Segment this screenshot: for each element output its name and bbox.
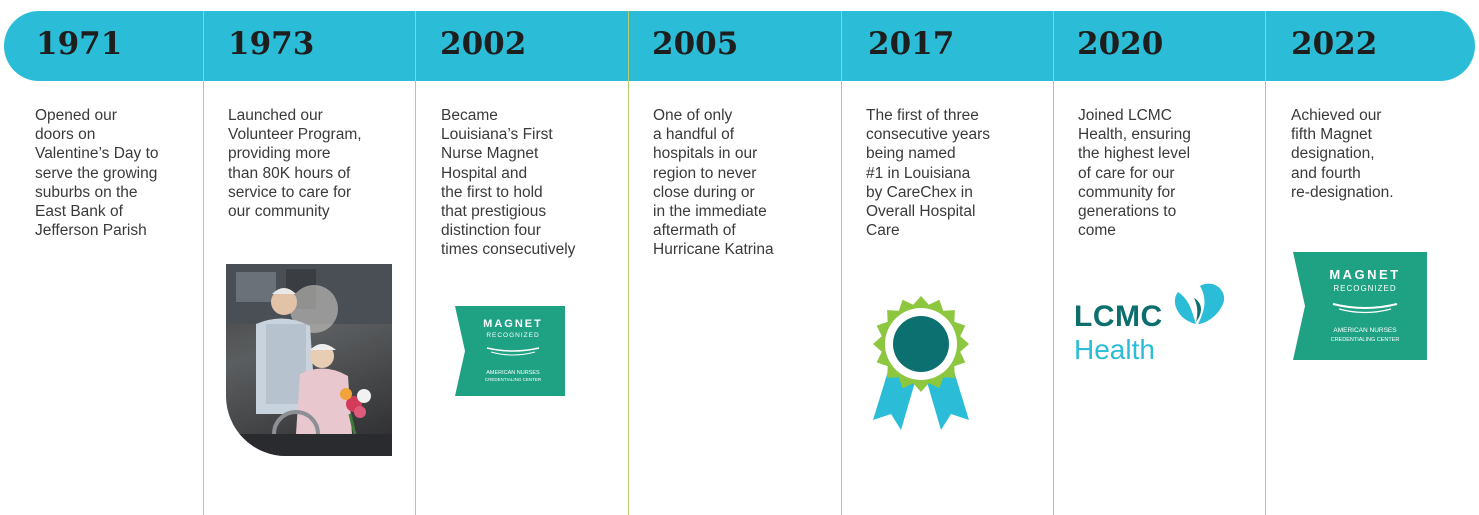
magnet-recognized-badge: MAGNET RECOGNIZED AMERICAN NURSES CREDEN… xyxy=(455,306,565,400)
lcmc-logo-text: LCMC xyxy=(1074,300,1163,333)
health-logo-text: Health xyxy=(1074,334,1155,365)
magnet-org-line1: AMERICAN NURSES xyxy=(1333,327,1397,334)
description-1973: Launched our Volunteer Program, providin… xyxy=(228,107,362,221)
magnet-org-line2: CREDENTIALING CENTER xyxy=(1331,337,1400,343)
heart-leaf-icon xyxy=(1174,283,1225,324)
timeline-divider xyxy=(841,11,842,515)
timeline-divider xyxy=(203,11,204,515)
magnet-org-line1: AMERICAN NURSES xyxy=(486,370,540,376)
year-2005: 2005 xyxy=(652,26,739,62)
description-1971: Opened our doors on Valentine’s Day to s… xyxy=(35,107,159,240)
description-2020: Joined LCMC Health, ensuring the highest… xyxy=(1078,107,1191,240)
magnet-subtitle: RECOGNIZED xyxy=(486,332,539,339)
timeline-divider xyxy=(1053,11,1054,515)
lcmc-health-logo: LCMC Health xyxy=(1074,282,1234,372)
year-2022: 2022 xyxy=(1291,26,1378,62)
year-2020: 2020 xyxy=(1077,26,1164,62)
timeline-divider xyxy=(1265,11,1266,515)
timeline-divider xyxy=(628,11,629,515)
year-2017: 2017 xyxy=(868,26,955,62)
timeline-divider xyxy=(415,11,416,515)
magnet-title: MAGNET xyxy=(483,318,543,330)
magnet-org-line2: CREDENTIALING CENTER xyxy=(485,377,542,382)
volunteer-photo xyxy=(226,264,392,456)
description-2017: The first of three consecutive years bei… xyxy=(866,107,991,240)
timeline-header-bar xyxy=(4,11,1475,81)
year-2002: 2002 xyxy=(440,26,527,62)
year-1973: 1973 xyxy=(228,26,315,62)
description-2022: Achieved our fifth Magnet designation, a… xyxy=(1291,107,1394,201)
magnet-title: MAGNET xyxy=(1329,267,1400,282)
year-1971: 1971 xyxy=(36,26,123,62)
magnet-subtitle: RECOGNIZED xyxy=(1333,284,1396,293)
magnet-recognized-badge: MAGNET RECOGNIZED AMERICAN NURSES CREDEN… xyxy=(1293,252,1427,364)
award-ribbon-icon xyxy=(861,282,981,446)
description-2002: Became Louisiana’s First Nurse Magnet Ho… xyxy=(441,107,576,259)
description-2005: One of only a handful of hospitals in ou… xyxy=(653,107,774,259)
